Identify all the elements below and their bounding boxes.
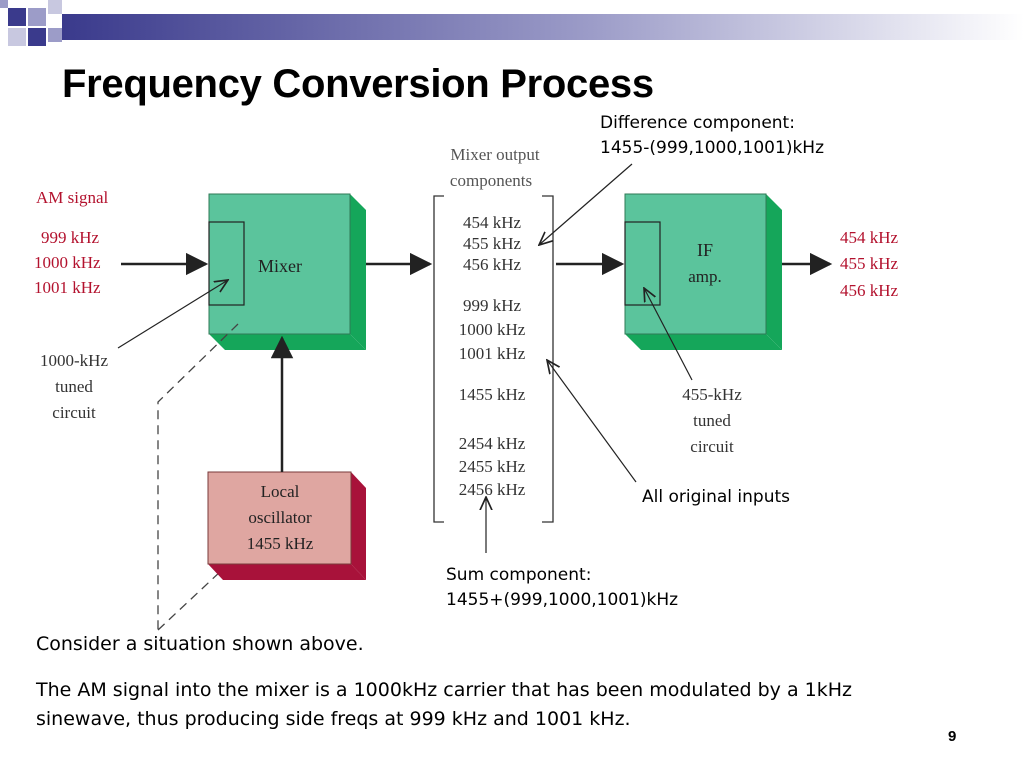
original-inputs-callout: All original inputs — [642, 487, 791, 507]
header-gradient-bar — [62, 14, 1024, 40]
sum-freq-2455: 2455 kHz — [459, 457, 526, 476]
input-tuned-line-3: circuit — [52, 403, 96, 422]
difference-callout-line-2: 1455-(999,1000,1001)kHz — [600, 138, 824, 158]
if-amp-line-1: IF — [697, 240, 713, 260]
sum-callout-line-1: Sum component: — [446, 565, 592, 585]
body-paragraph-1: Consider a situation shown above. — [36, 633, 364, 655]
out-freq-456: 456 kHz — [840, 281, 899, 300]
gang-tuning-link-bottom — [157, 569, 223, 631]
body-paragraph-2-line-1: The AM signal into the mixer is a 1000kH… — [36, 679, 852, 701]
body-paragraph-2-line-2: sinewave, thus producing side freqs at 9… — [36, 708, 631, 730]
header-decoration — [0, 0, 1024, 46]
mixer-input-tuned-circuit-box — [208, 221, 245, 306]
lo-line-1: Local — [261, 482, 300, 501]
if-tuned-line-1: 455-kHz — [682, 385, 742, 404]
slide-title: Frequency Conversion Process — [62, 62, 654, 106]
am-freq-1001: 1001 kHz — [34, 278, 101, 297]
if-amp-block: IF amp. — [624, 193, 782, 350]
input-tuned-pointer — [117, 280, 228, 349]
difference-callout-pointer — [539, 163, 633, 245]
mixer-label: Mixer — [258, 256, 302, 276]
slide-number: 9 — [948, 728, 957, 745]
am-freq-999: 999 kHz — [41, 228, 100, 247]
diff-freq-455: 455 kHz — [463, 234, 522, 253]
sum-freq-2454: 2454 kHz — [459, 434, 526, 453]
input-tuned-line-2: tuned — [55, 377, 93, 396]
corner-square — [8, 28, 26, 46]
body-paragraph-2: The AM signal into the mixer is a 1000kH… — [36, 676, 852, 734]
if-tuned-circuit-box — [624, 221, 661, 306]
if-tuned-pointer — [644, 288, 693, 381]
difference-callout: Difference component: 1455-(999,1000,100… — [600, 111, 824, 161]
local-oscillator-block: Local oscillator 1455 kHz — [207, 471, 366, 580]
corner-square — [48, 0, 62, 14]
corner-square — [8, 8, 26, 26]
orig-freq-999: 999 kHz — [463, 296, 522, 315]
lo-line-3: 1455 kHz — [247, 534, 314, 553]
sum-callout: Sum component: 1455+(999,1000,1001)kHz — [446, 563, 678, 613]
original-inputs-callout-pointer — [547, 360, 637, 483]
corner-square — [48, 28, 62, 42]
frequency-conversion-diagram: AM signal 999 kHz 1000 kHz 1001 kHz Mixe… — [34, 145, 899, 631]
corner-square — [0, 0, 8, 8]
difference-callout-line-1: Difference component: — [600, 113, 795, 133]
if-tuned-line-2: tuned — [693, 411, 731, 430]
mixer-output-header-1: Mixer output — [450, 145, 540, 164]
mixer-block: Mixer — [208, 193, 366, 350]
am-freq-1000: 1000 kHz — [34, 253, 101, 272]
orig-freq-1000: 1000 kHz — [459, 320, 526, 339]
out-freq-454: 454 kHz — [840, 228, 899, 247]
out-freq-455: 455 kHz — [840, 254, 899, 273]
input-tuned-line-1: 1000-kHz — [40, 351, 108, 370]
diff-freq-454: 454 kHz — [463, 213, 522, 232]
if-amp-line-2: amp. — [688, 267, 722, 286]
am-signal-label: AM signal — [36, 188, 109, 207]
sum-callout-line-2: 1455+(999,1000,1001)kHz — [446, 590, 679, 610]
corner-square — [28, 8, 46, 26]
lo-line-2: oscillator — [248, 508, 312, 527]
orig-freq-1001: 1001 kHz — [459, 344, 526, 363]
corner-square — [28, 28, 46, 46]
if-tuned-line-3: circuit — [690, 437, 734, 456]
diff-freq-456: 456 kHz — [463, 255, 522, 274]
gang-tuning-link-left — [157, 323, 239, 630]
lo-freq-1455: 1455 kHz — [459, 385, 526, 404]
sum-freq-2456: 2456 kHz — [459, 480, 526, 499]
mixer-output-header-2: components — [450, 171, 532, 190]
